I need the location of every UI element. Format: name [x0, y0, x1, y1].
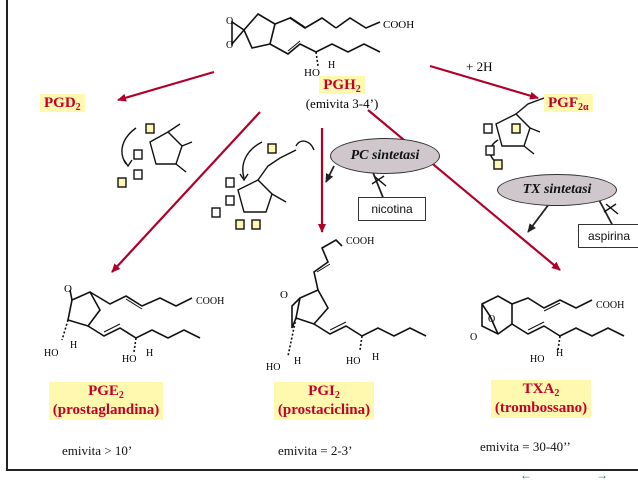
- o-label-top1: O: [226, 16, 233, 27]
- nicotina-inhibitor-box: nicotina: [358, 197, 426, 221]
- pgf2a-name-sub: 2α: [578, 102, 589, 113]
- pge2-o-label: O: [64, 283, 72, 295]
- txa2-o-label-2: O: [470, 332, 477, 343]
- txa2-name: TXA2: [495, 381, 587, 400]
- pge2-name-sub: 2: [118, 390, 124, 401]
- arrow-to-pge2: [111, 111, 261, 273]
- pc-synthetase-enzyme: PC sintetasi: [330, 138, 440, 174]
- pgi2-ho-label-2: HO: [346, 356, 360, 367]
- pgi2-ho-label-1: HO: [266, 362, 280, 373]
- pgi2-name-box: PGI2 (prostaciclina): [273, 382, 375, 420]
- pge2-name-main: PGE: [88, 383, 119, 399]
- pge2-halflife: emivita > 10’: [62, 443, 133, 458]
- pgi2-common-name: (prostaciclina): [277, 401, 371, 418]
- txa2-common-name: (trombossano): [494, 399, 588, 416]
- pc-enzyme-arrow: [325, 165, 335, 183]
- pgh2-cooh-label: COOH: [383, 19, 414, 31]
- pc-intermediate-structure: [211, 140, 315, 230]
- pgf2a-label-block: PGF2α: [544, 94, 593, 113]
- reduction-reagent: + 2H: [466, 59, 493, 74]
- txa2-label-block: TXA2 (trombossano): [476, 380, 606, 418]
- aspirina-inhibition-line: [597, 197, 615, 229]
- pgi2-h-label-2: H: [372, 352, 379, 363]
- pgd2-label-block: PGD2: [40, 94, 85, 113]
- txa2-cooh-label: COOH: [596, 300, 624, 311]
- previous-slide-icon[interactable]: ←: [520, 468, 532, 482]
- txa2-name-box: TXA2 (trombossano): [490, 380, 592, 418]
- pge2-common-name: (prostaglandina): [52, 401, 160, 418]
- nicotina-inhibition-line: [371, 169, 385, 201]
- next-slide-icon[interactable]: →: [596, 468, 608, 482]
- arrow-to-pgd2: [117, 70, 215, 102]
- o-label-top2: O: [226, 40, 233, 51]
- tx-synthetase-enzyme: TX sintetasi: [497, 174, 617, 206]
- txa2-ho-label: HO: [530, 354, 544, 365]
- pgd2-name-main: PGD: [44, 95, 76, 111]
- frame-bottom-edge: [6, 469, 638, 471]
- pgd2-intermediate-structure: [117, 123, 193, 188]
- pgh2-structure: [231, 12, 381, 67]
- pge2-h-label-1: H: [70, 340, 77, 351]
- pgd2-name-sub: 2: [75, 102, 81, 113]
- pgh2-name-sub: 2: [355, 84, 361, 95]
- pgh2-label-block: PGH2 (emivita 3-4’): [282, 76, 402, 111]
- txa2-o-label-1: O: [488, 314, 495, 325]
- pge2-structure: [61, 289, 201, 353]
- pgh2-halflife: (emivita 3-4’): [305, 96, 379, 111]
- pgi2-structure: [287, 239, 427, 357]
- txa2-halflife: emivita = 30-40’’: [480, 439, 571, 454]
- pgh2-name: PGH2: [319, 76, 365, 95]
- pgi2-h-label-1: H: [294, 356, 301, 367]
- pge2-ho-label-1: HO: [44, 348, 58, 359]
- txa2-name-sub: 2: [554, 388, 560, 399]
- pgi2-label-block: PGI2 (prostaciclina): [266, 382, 382, 420]
- pgi2-name: PGI2: [278, 383, 370, 402]
- pgi2-cooh-label: COOH: [346, 236, 374, 247]
- pgi2-o-label: O: [280, 289, 288, 301]
- pgf2a-name-main: PGF: [548, 95, 578, 111]
- arrow-to-txa2: [367, 109, 561, 271]
- pge2-cooh-label: COOH: [196, 296, 224, 307]
- pge2-name: PGE2: [53, 383, 159, 402]
- inhibition-marks: [371, 175, 619, 215]
- arrow-to-pgf2a: [429, 64, 539, 100]
- pge2-name-box: PGE2 (prostaglandina): [48, 382, 164, 420]
- pge2-label-block: PGE2 (prostaglandina): [36, 382, 176, 420]
- reaction-arrows: [111, 64, 561, 273]
- txa2-name-main: TXA: [522, 381, 555, 397]
- pgd2-name: PGD2: [40, 94, 85, 113]
- pge2-ho-label-2: HO: [122, 354, 136, 365]
- pgh2-h-label: H: [328, 60, 335, 71]
- pgh2-ho-label: HO: [304, 67, 320, 79]
- aspirina-inhibitor-box: aspirina: [578, 224, 638, 248]
- txa2-h-label: H: [556, 348, 563, 359]
- pgi2-name-sub: 2: [334, 390, 340, 401]
- pgi2-halflife: emivita = 2-3’: [278, 443, 353, 458]
- pgi2-name-main: PGI: [308, 383, 335, 399]
- pgf2a-name: PGF2α: [544, 94, 593, 113]
- pgf2a-intermediate-structure: [483, 97, 545, 170]
- txa2-structure: [481, 295, 625, 351]
- pge2-h-label-2: H: [146, 348, 153, 359]
- frame-left-edge: [6, 0, 8, 470]
- pgh2-name-main: PGH: [323, 77, 356, 93]
